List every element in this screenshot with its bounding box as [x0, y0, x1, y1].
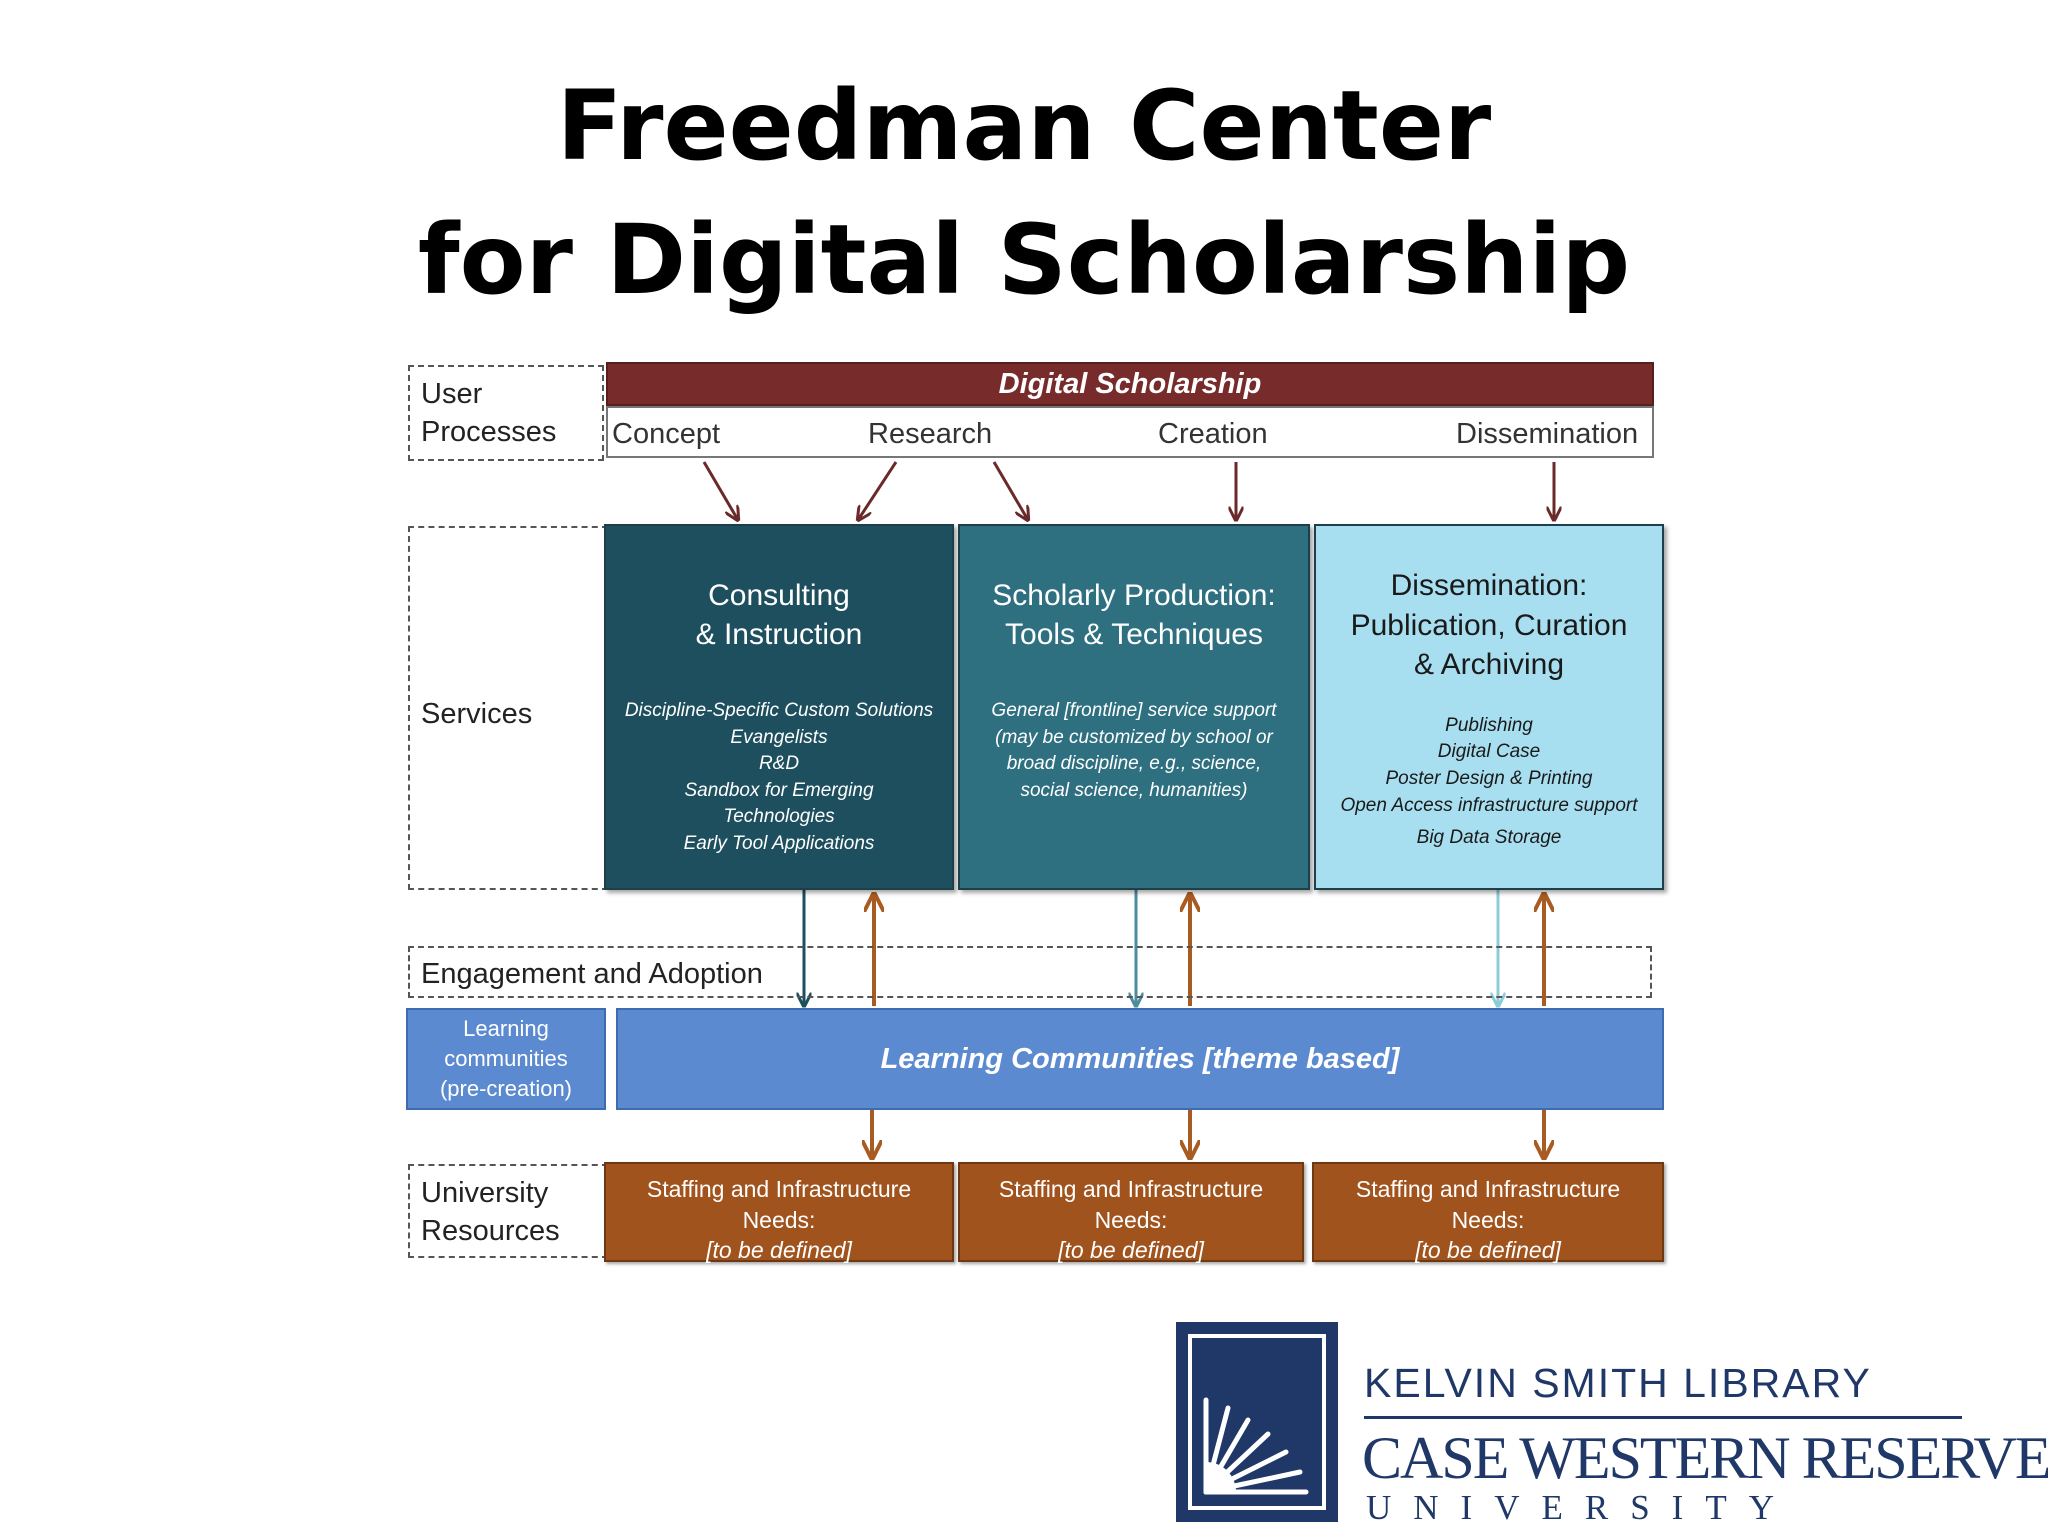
service-items: General [frontline] service support (may… [991, 698, 1276, 804]
arrow-concept-consulting [702, 461, 738, 520]
service-item: Evangelists [730, 726, 828, 748]
logo-university-word: UNIVERSITY [1366, 1488, 1796, 1527]
logo-library-name: KELVIN SMITH LIBRARY [1364, 1360, 1872, 1406]
engagement-label: Engagement and Adoption [421, 958, 763, 990]
service-item: General [frontline] service support [991, 700, 1277, 721]
stage-to-service-arrows [702, 461, 1554, 520]
digital-scholarship-bar: Digital Scholarship [606, 362, 1654, 406]
service-item: (may be customized by school or [995, 726, 1273, 748]
lc-resource-arrows [872, 1110, 1544, 1158]
logo-mark [1176, 1322, 1338, 1522]
resource-line: Needs: [1094, 1206, 1168, 1233]
service-title: Consulting & Instruction [695, 579, 863, 651]
university-resources-label: University Resources [421, 1177, 560, 1247]
service-item: Sandbox for Emerging [684, 779, 874, 801]
resource-line: [to be defined] [1415, 1237, 1561, 1264]
service-item: Open Access infrastructure support [1340, 794, 1638, 816]
service-title: Scholarly Production: Tools & Techniques [992, 579, 1276, 651]
services-label: Services [421, 698, 533, 730]
resource-line: [to be defined] [1058, 1237, 1204, 1264]
resource-box-3: Staffing and Infrastructure Needs: [to b… [1312, 1162, 1664, 1263]
learning-communities-theme-based: Learning Communities [theme based] [616, 1008, 1664, 1110]
service-scholarly-production: Scholarly Production: Tools & Techniques… [958, 524, 1310, 890]
engagement-label-box [408, 946, 1652, 998]
service-item: Digital Case [1437, 741, 1541, 763]
service-item: social science, humanities) [1020, 779, 1248, 801]
sunburst-icon [1188, 1334, 1326, 1510]
page-title-line-1: Freedman Center [556, 70, 1492, 182]
resource-line: Needs: [1451, 1206, 1525, 1233]
service-item: broad discipline, e.g., science, [1006, 753, 1262, 775]
arrow-research-consulting [858, 461, 898, 520]
resource-line: Needs: [742, 1206, 816, 1233]
service-title: Dissemination: Publication, Curation & A… [1350, 569, 1628, 682]
stage-concept: Concept [612, 418, 721, 450]
learning-communities-pre-creation: Learning communities (pre-creation) [406, 1008, 606, 1110]
logo-university-name: CASE WESTERN RESERVE [1362, 1425, 2048, 1491]
resource-line: Staffing and Infrastructure [646, 1176, 912, 1202]
resource-line: Staffing and Infrastructure [998, 1176, 1264, 1202]
user-processes-label: User Processes [421, 378, 557, 448]
stage-creation: Creation [1158, 418, 1268, 450]
service-dissemination: Dissemination: Publication, Curation & A… [1314, 524, 1664, 890]
service-item: Poster Design & Printing [1385, 767, 1593, 789]
service-item: Big Data Storage [1416, 827, 1562, 849]
stage-dissemination: Dissemination [1456, 418, 1639, 450]
process-stages-box [606, 406, 1654, 458]
service-lc-arrows [804, 890, 1544, 1006]
resource-box-1: Staffing and Infrastructure Needs: [to b… [604, 1162, 954, 1263]
service-item: Discipline-Specific Custom Solutions [624, 700, 934, 721]
service-items: Discipline-Specific Custom Solutions Eva… [625, 698, 933, 858]
stage-research: Research [868, 418, 993, 450]
service-item: R&D [758, 753, 800, 775]
service-consulting-instruction: Consulting & Instruction Discipline-Spec… [604, 524, 954, 890]
resource-line: Staffing and Infrastructure [1355, 1176, 1621, 1202]
page-title-line-2: for Digital Scholarship [417, 204, 1631, 316]
service-item: Technologies [723, 806, 835, 828]
service-item: Publishing [1445, 714, 1533, 736]
logo-divider [1364, 1416, 1962, 1419]
resource-line: [to be defined] [706, 1237, 852, 1264]
user-processes-label-box [408, 365, 604, 461]
arrow-research-production [992, 461, 1028, 520]
resource-box-2: Staffing and Infrastructure Needs: [to b… [958, 1162, 1304, 1263]
service-item: Early Tool Applications [683, 832, 875, 854]
service-items: Publishing Digital Case Poster Design & … [1340, 713, 1637, 852]
